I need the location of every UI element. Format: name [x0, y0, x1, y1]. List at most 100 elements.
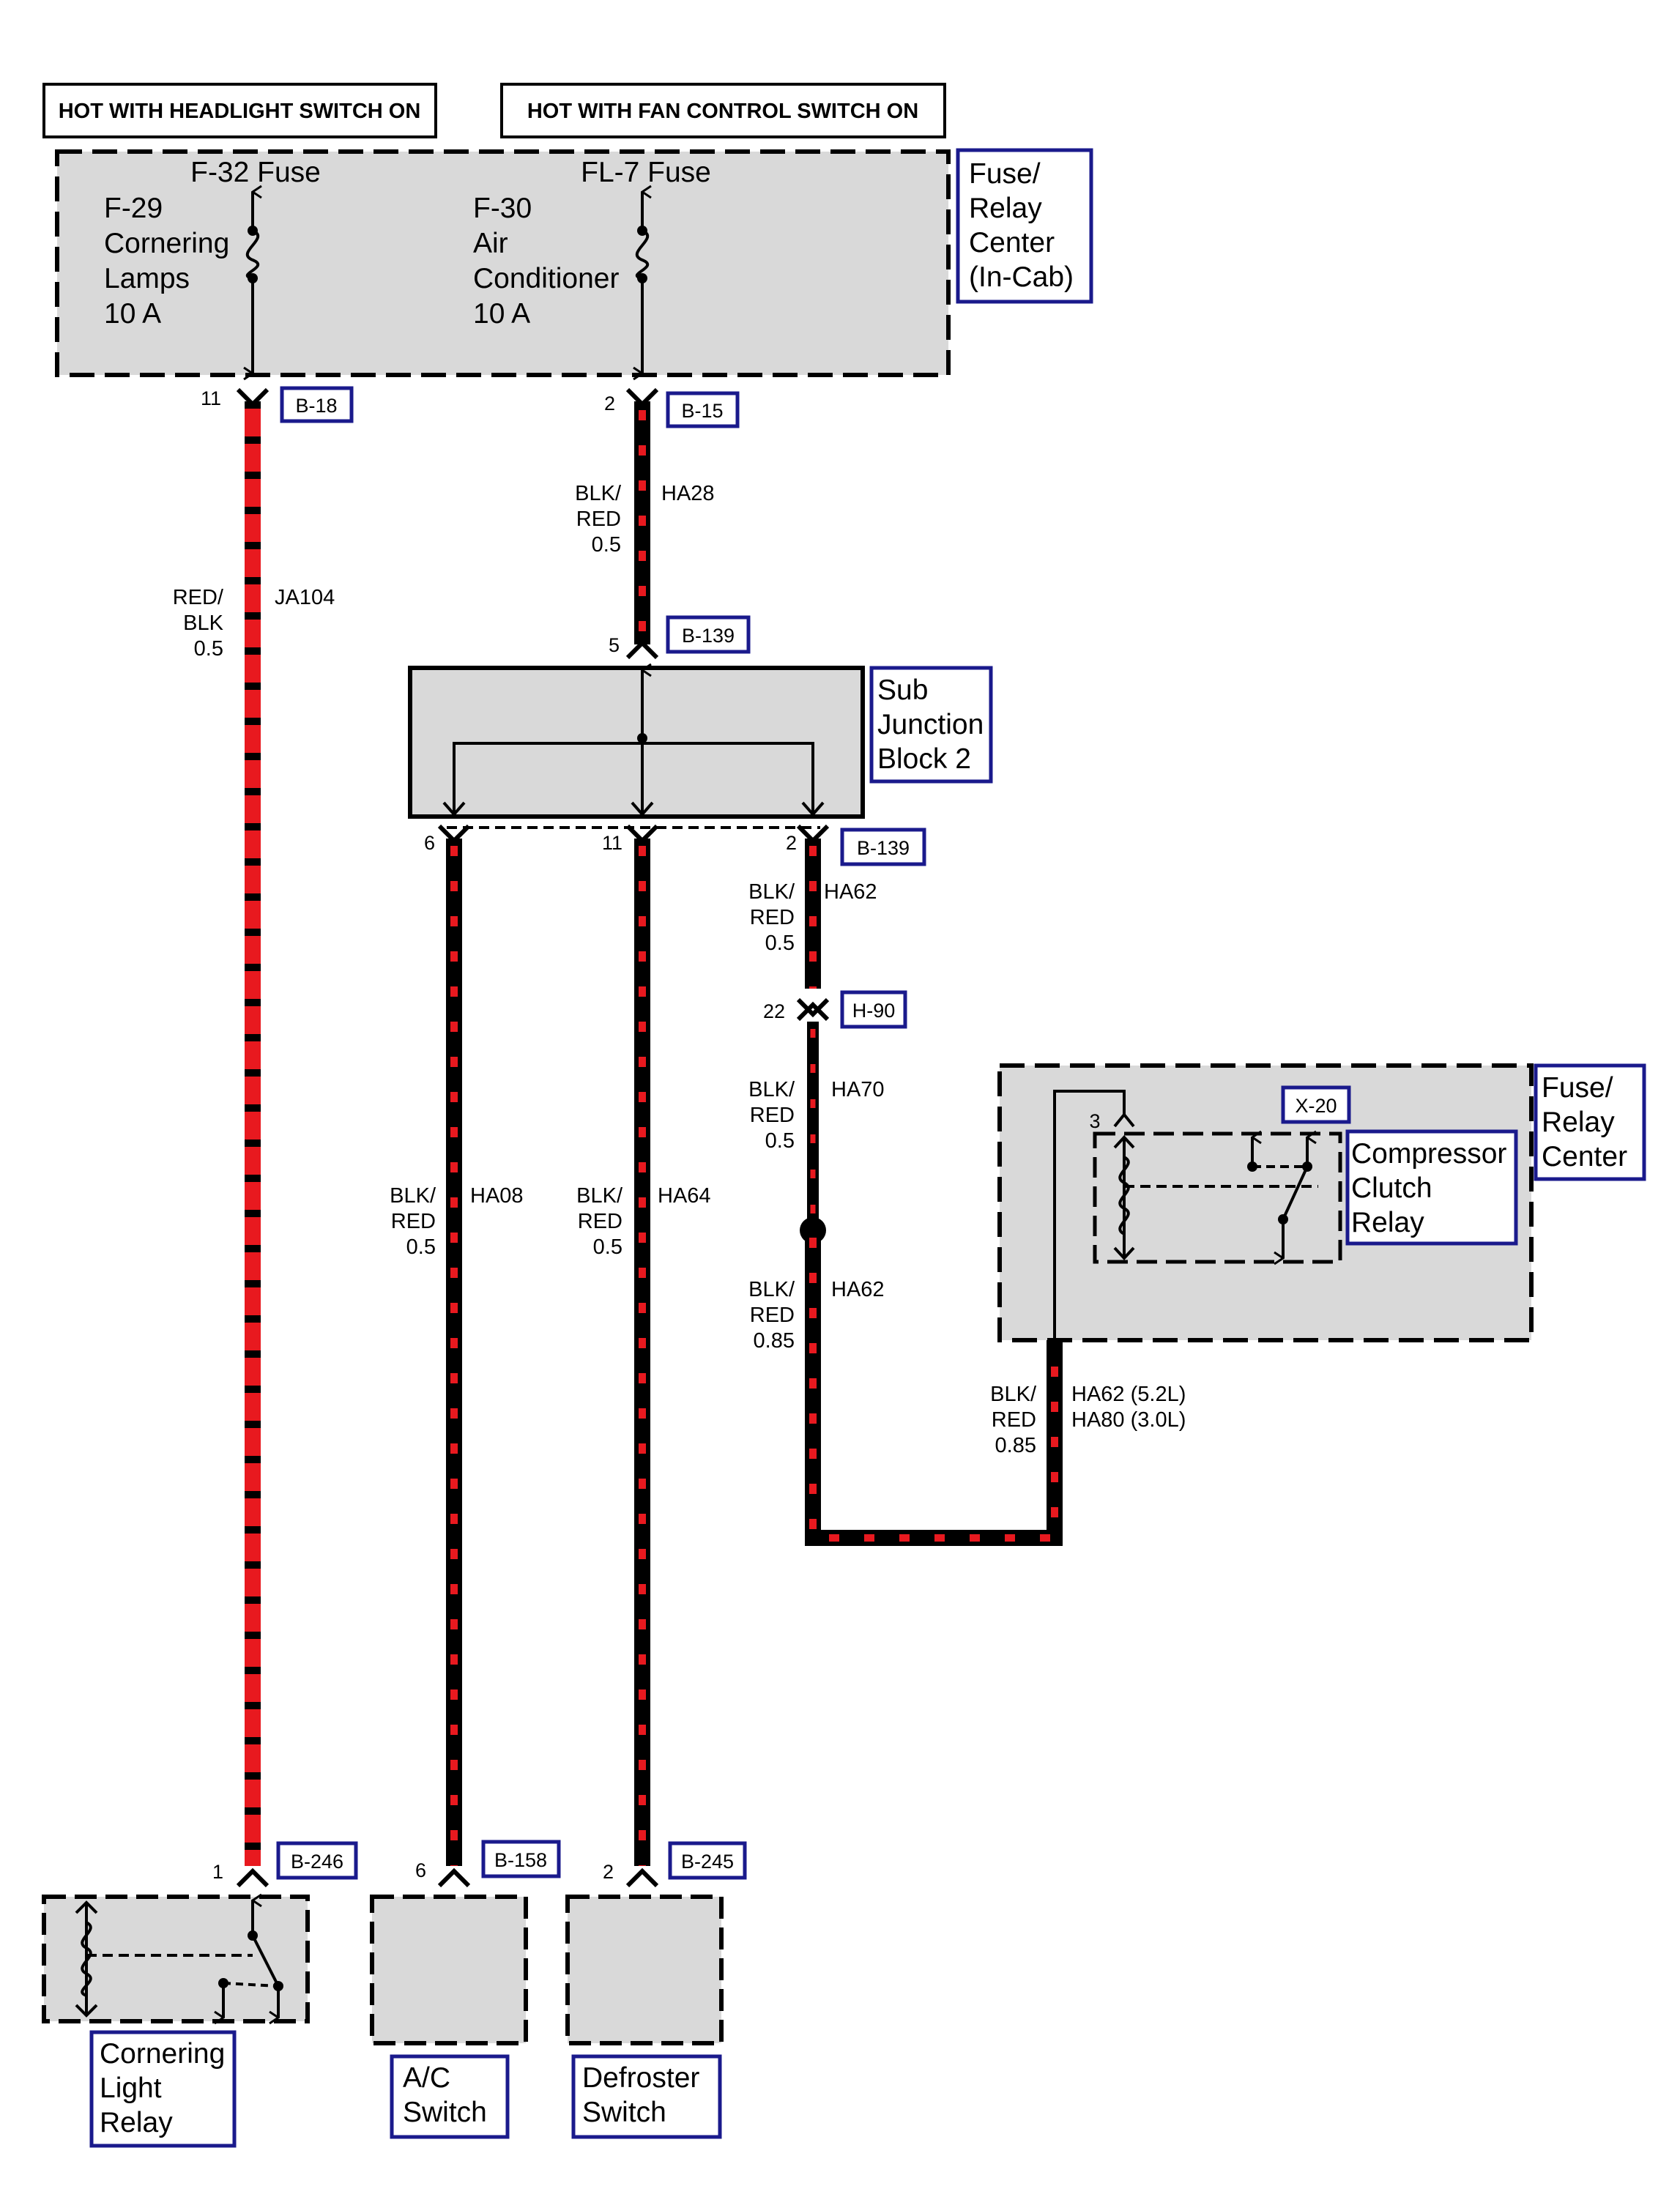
label-line: Relay	[1351, 1207, 1424, 1238]
connector-id: B-245	[681, 1851, 734, 1873]
wire-label-ha62-relay: BLK/ RED 0.85 HA62 (5.2L) HA80 (3.0L)	[990, 1383, 1186, 1457]
wire-label-ha62-top: BLK/ RED 0.5 HA62	[748, 880, 877, 955]
fuse-f32-line: F-29	[104, 193, 163, 224]
connector-b139-in: 5 B-139	[609, 615, 751, 656]
wire-circuit: HA62	[824, 880, 877, 904]
fuse-fl7-icon	[635, 229, 650, 280]
fuse-f32: F-32 Fuse F-29 Cornering Lamps 10 A	[104, 157, 321, 373]
connector-symbols	[236, 387, 830, 1888]
ac-switch[interactable]	[370, 1895, 528, 2045]
fuse-f32-title: F-32 Fuse	[190, 157, 321, 188]
connector-id: B-246	[291, 1851, 343, 1873]
label-line: Relay	[969, 193, 1042, 224]
header-headlight-text: HOT WITH HEADLIGHT SWITCH ON	[59, 100, 421, 123]
fuse-fl7-line: Conditioner	[473, 263, 619, 294]
wire-label-ha70: BLK/ RED 0.5 HA70	[748, 1078, 884, 1153]
relay-connector-box	[1281, 1085, 1351, 1124]
pin-number: 5	[609, 634, 620, 656]
fuse-f32-line: 10 A	[104, 298, 161, 330]
wire-circuit: HA64	[658, 1184, 711, 1208]
pin-number: 2	[603, 1861, 614, 1883]
wire-color: BLK	[183, 611, 223, 635]
label-line: Fuse/	[969, 158, 1041, 190]
pin-number: 3	[1089, 1110, 1100, 1132]
wire-gauge: 0.5	[194, 637, 223, 661]
label-line: Clutch	[1351, 1172, 1432, 1204]
wire-circuit: HA62 (5.2L)	[1071, 1383, 1186, 1406]
wire-circuit: HA80 (3.0L)	[1071, 1408, 1186, 1432]
connector-b158: 6 B-158	[415, 1840, 561, 1881]
header-fan-text: HOT WITH FAN CONTROL SWITCH ON	[527, 100, 918, 123]
connector-id: B-15	[681, 400, 723, 422]
relay-switch-icon	[251, 1935, 280, 1987]
label-line: Cornering	[100, 2038, 225, 2070]
pin-number: 11	[602, 832, 622, 854]
wire-gauge: 0.85	[995, 1434, 1036, 1457]
cornering-light-relay	[42, 1897, 310, 2021]
defroster-switch-label: Defroster Switch	[571, 2054, 722, 2139]
wire-color: BLK/	[990, 1383, 1037, 1406]
defroster-switch[interactable]	[565, 1895, 724, 2045]
wire-gauge: 0.5	[592, 533, 621, 557]
connector-b245: 2 B-245	[603, 1841, 747, 1883]
label-line: Block 2	[877, 743, 971, 775]
connector-b15: 2 B-15	[604, 391, 740, 428]
label-line: Junction	[877, 709, 984, 740]
wire-label-ha64: BLK/ RED 0.5 HA64	[576, 1184, 710, 1259]
connector-id: B-139	[857, 837, 910, 859]
wire-gauge: 0.5	[593, 1235, 622, 1259]
connector-b139-out: 6 11 2 B-139	[424, 828, 926, 866]
sub-junction-block	[408, 668, 865, 829]
pin-number: 11	[201, 387, 221, 409]
wire-color: RED	[750, 1104, 795, 1127]
wire-circuit: HA62	[831, 1278, 885, 1301]
wire-color: RED	[578, 1210, 622, 1233]
label-line: Compressor	[1351, 1138, 1506, 1170]
wire-color: BLK/	[575, 482, 622, 505]
fuse-fl7-title: FL-7 Fuse	[581, 157, 711, 188]
wire-label-ja104: RED/ BLK 0.5 JA104	[173, 586, 335, 661]
pin-number: 6	[424, 832, 435, 854]
label-line: A/C	[403, 2062, 450, 2094]
header-fan: HOT WITH FAN CONTROL SWITCH ON	[500, 83, 946, 138]
fuse-fl7-line: F-30	[473, 193, 532, 224]
label-line: Switch	[582, 2097, 666, 2128]
relay-switch-icon	[1282, 1166, 1309, 1220]
wire-color: RED	[750, 906, 795, 929]
label-line: Fuse/	[1542, 1072, 1613, 1104]
header-headlight: HOT WITH HEADLIGHT SWITCH ON	[42, 83, 437, 138]
fuse-relay-center-incab-label: Fuse/ Relay Center (In-Cab)	[956, 148, 1093, 304]
wire-circuit: JA104	[275, 586, 335, 609]
relay-label-box	[1345, 1129, 1518, 1246]
fuse-relay-center: 3 X-20 Compressor Clutch Relay	[997, 1063, 1534, 1342]
fuse-fl7: FL-7 Fuse F-30 Air Conditioner 10 A	[473, 157, 711, 373]
wire-circuit: HA08	[470, 1184, 524, 1208]
wire-color: RED	[576, 508, 621, 531]
pin-number: 2	[786, 832, 797, 854]
connector-h90: 22 H-90	[763, 990, 907, 1029]
pin-number: 2	[604, 393, 615, 415]
connector-b246: 1 B-246	[212, 1841, 358, 1883]
sub-junction-block-label: Sub Junction Block 2	[869, 666, 993, 784]
wire-label-ha62-low: BLK/ RED 0.85 HA62	[748, 1278, 884, 1353]
label-line: Center	[1542, 1141, 1627, 1172]
wire-ha62-low	[805, 1230, 1063, 1546]
fuse-relay-center-incab: F-32 Fuse F-29 Cornering Lamps 10 A FL-7…	[55, 149, 951, 375]
relay-coil-icon	[81, 1921, 92, 1997]
wire-gauge: 0.5	[765, 932, 795, 955]
pin-number: 22	[763, 1000, 785, 1022]
fuse-fl7-line: 10 A	[473, 298, 530, 330]
wire-gauge: 0.5	[406, 1235, 436, 1259]
label-line: Relay	[100, 2107, 173, 2138]
connector-b18: 11 B-18	[201, 386, 354, 423]
pin-number: 1	[212, 1861, 223, 1883]
wire-color: RED	[391, 1210, 436, 1233]
cornering-light-relay-label: Cornering Light Relay	[89, 2030, 237, 2148]
connector-id: B-139	[682, 625, 735, 647]
wire-color: BLK/	[748, 1278, 795, 1301]
fuse-f32-icon	[245, 229, 260, 280]
relay-coil-icon	[1118, 1156, 1130, 1235]
wire-color: RED	[750, 1304, 795, 1327]
wire-gauge: 0.85	[754, 1329, 795, 1353]
